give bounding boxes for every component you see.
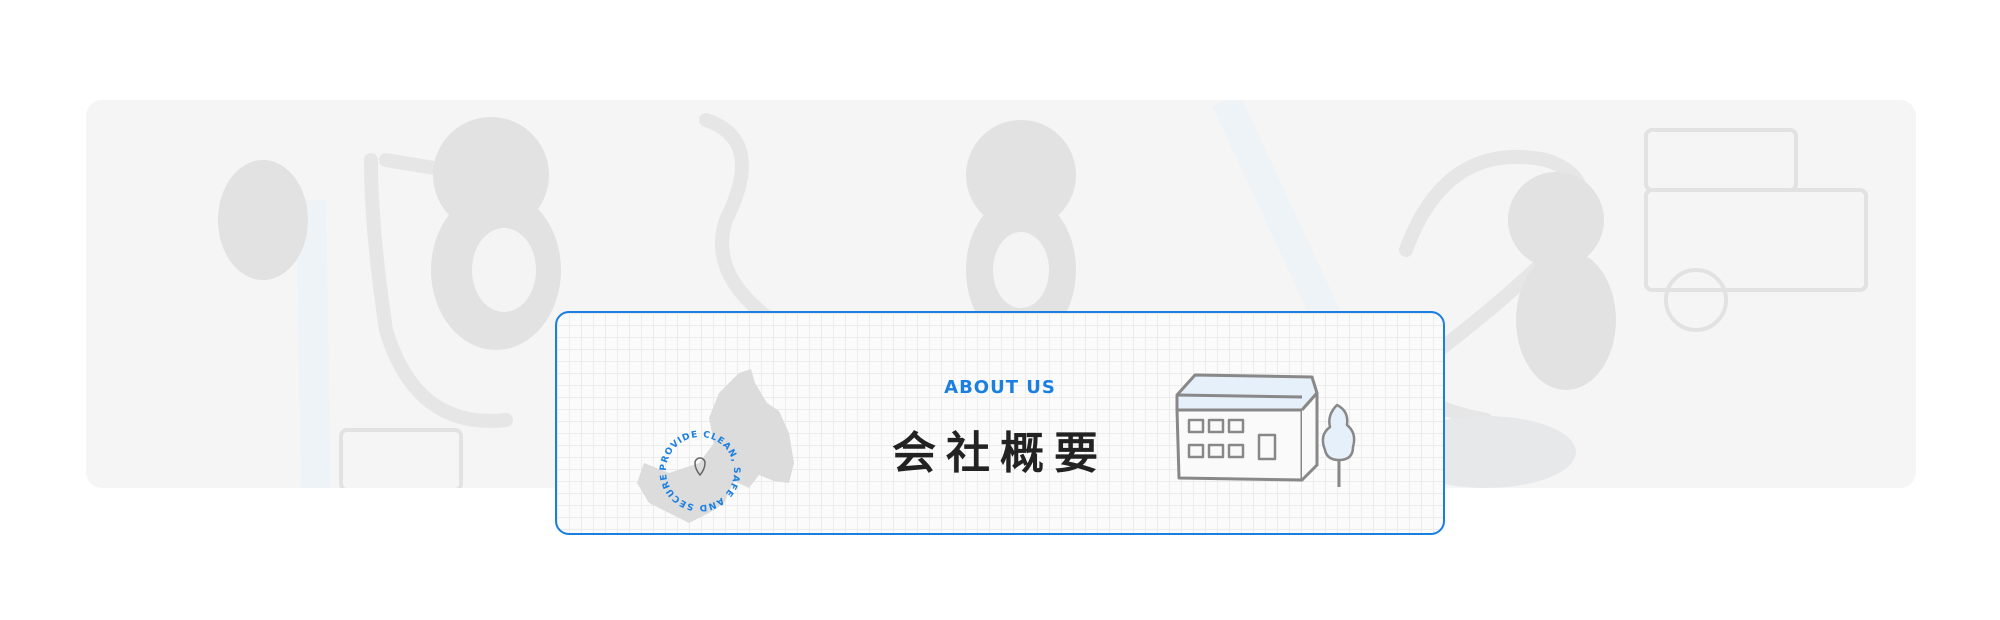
office-building-icon xyxy=(1175,373,1356,487)
location-pin-icon xyxy=(694,457,706,477)
section-eyebrow: ABOUT US xyxy=(944,377,1056,398)
hero-banner-background xyxy=(86,100,1916,488)
section-title: 会社概要 xyxy=(892,428,1108,479)
prefecture-map-icon: PROVIDE CLEAN, SAFE AND SECURE xyxy=(637,369,794,523)
about-us-card[interactable]: PROVIDE CLEAN, SAFE AND SECURE ABOUT US … xyxy=(555,311,1445,535)
